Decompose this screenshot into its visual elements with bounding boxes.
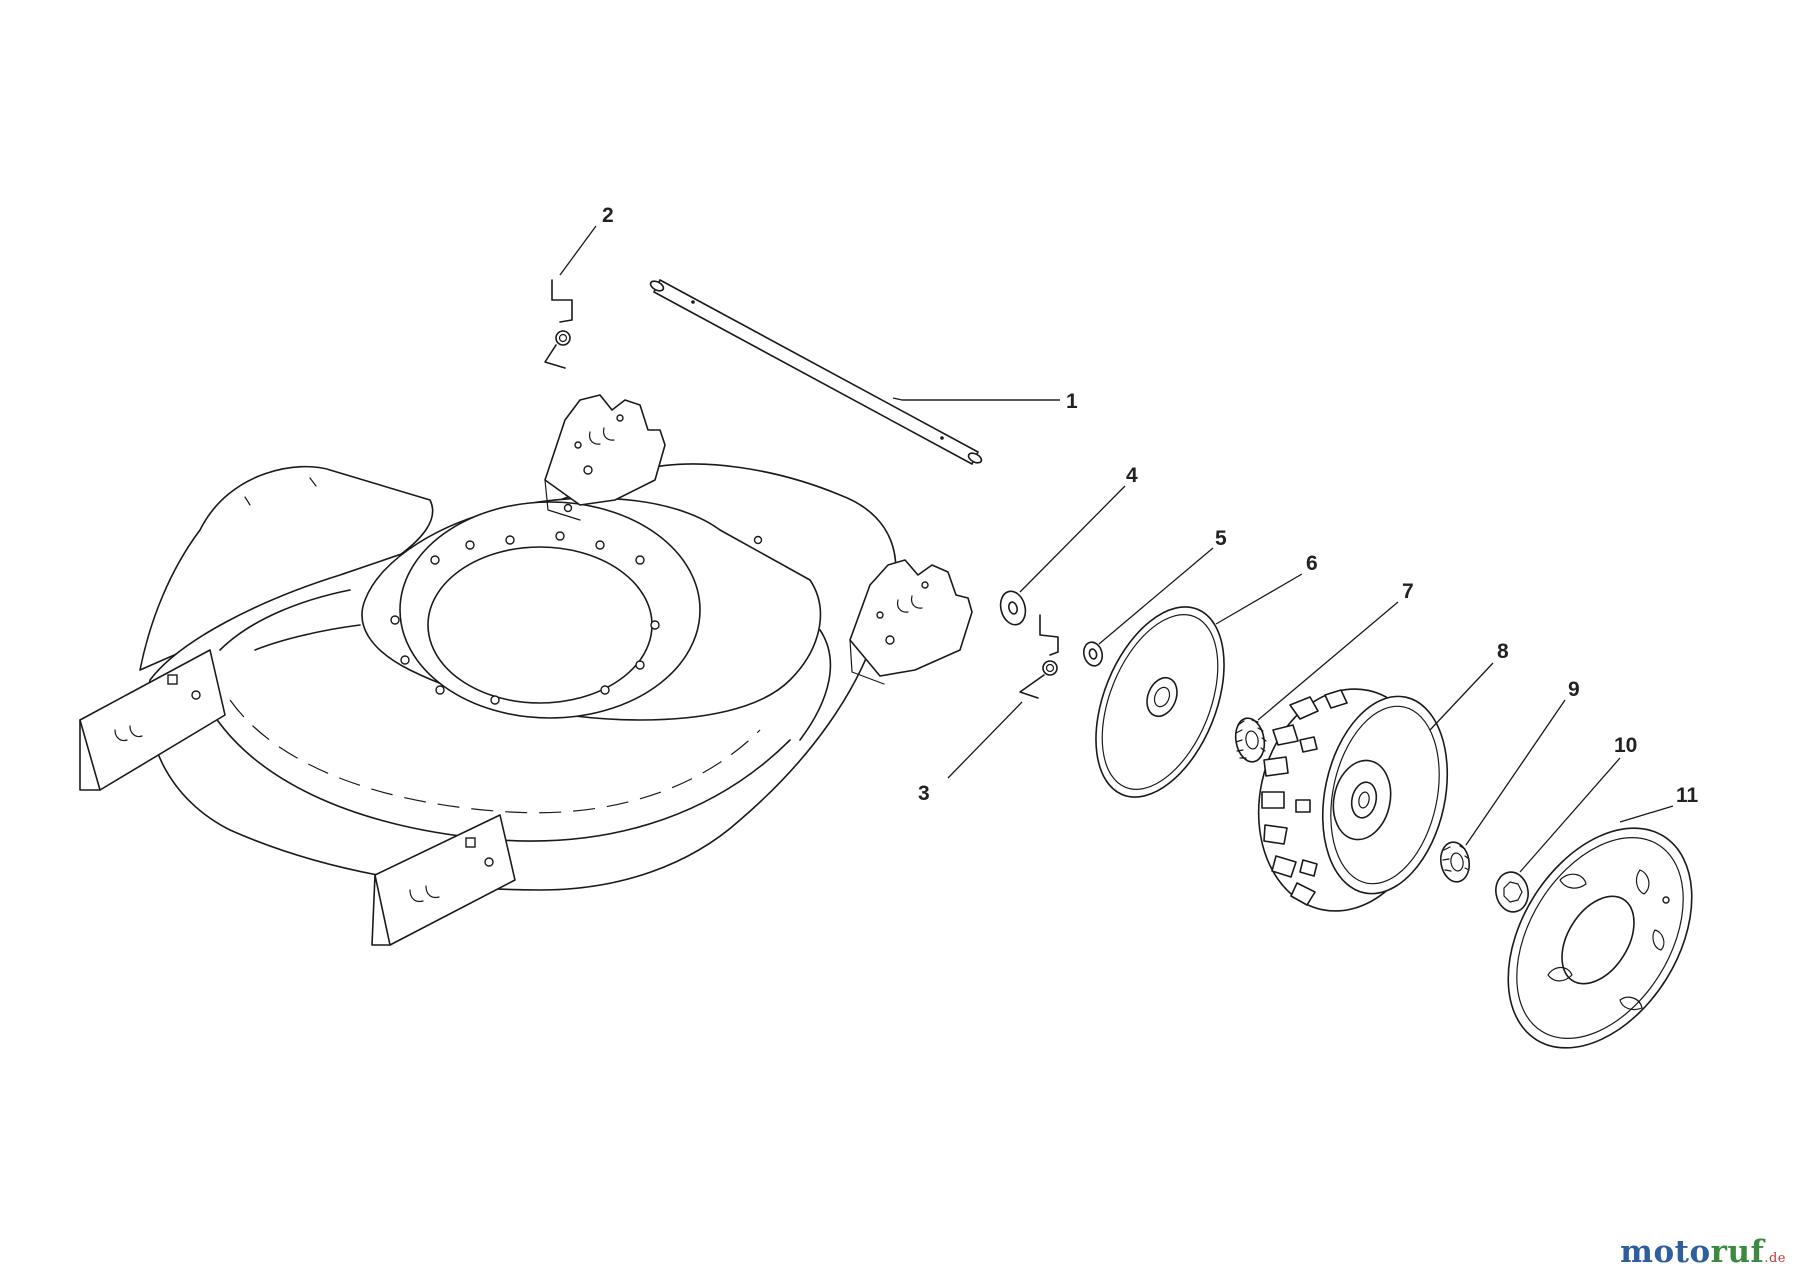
callout-11: 11 [1676, 784, 1699, 807]
part-hub-cap [1507, 827, 1693, 1049]
part-bearing [1439, 841, 1471, 883]
callout-8: 8 [1497, 640, 1509, 663]
callout-4: 4 [1126, 464, 1138, 487]
part-spring-lower [1019, 614, 1059, 699]
part-spring-upper [544, 279, 573, 369]
part-wheel [1257, 688, 1449, 912]
callout-5: 5 [1215, 527, 1227, 550]
callout-3: 3 [918, 782, 930, 805]
part-washer-large [999, 590, 1027, 626]
callout-7: 7 [1402, 580, 1414, 603]
callout-6: 6 [1306, 552, 1318, 575]
rear-left-height-bracket [79, 649, 226, 791]
part-dust-cover [1095, 606, 1225, 798]
wheel-tread [1261, 689, 1348, 906]
part-clip-washer [1495, 871, 1529, 913]
part-washer-small [1082, 641, 1104, 667]
watermark-part-3: .de [1764, 1251, 1786, 1266]
callout-2: 2 [602, 204, 614, 227]
part-axle-rod [649, 279, 983, 465]
watermark-part-2: ruf [1710, 1234, 1765, 1270]
mower-deck [139, 463, 897, 891]
callout-leaders [559, 225, 1674, 873]
callout-10: 10 [1614, 734, 1637, 757]
part-pinion-gear [1234, 717, 1267, 763]
front-right-height-bracket [849, 559, 973, 685]
deck-bolt-holes [390, 503, 763, 705]
callout-numbers: 1 2 3 4 5 6 7 8 9 10 11 [602, 204, 1699, 807]
callout-1: 1 [1066, 390, 1078, 413]
watermark-part-1: moto [1620, 1234, 1711, 1270]
watermark-logo: motoruf.de [1620, 1234, 1786, 1270]
front-left-height-bracket [371, 814, 516, 946]
rear-right-height-bracket [544, 394, 666, 521]
callout-9: 9 [1568, 678, 1580, 701]
